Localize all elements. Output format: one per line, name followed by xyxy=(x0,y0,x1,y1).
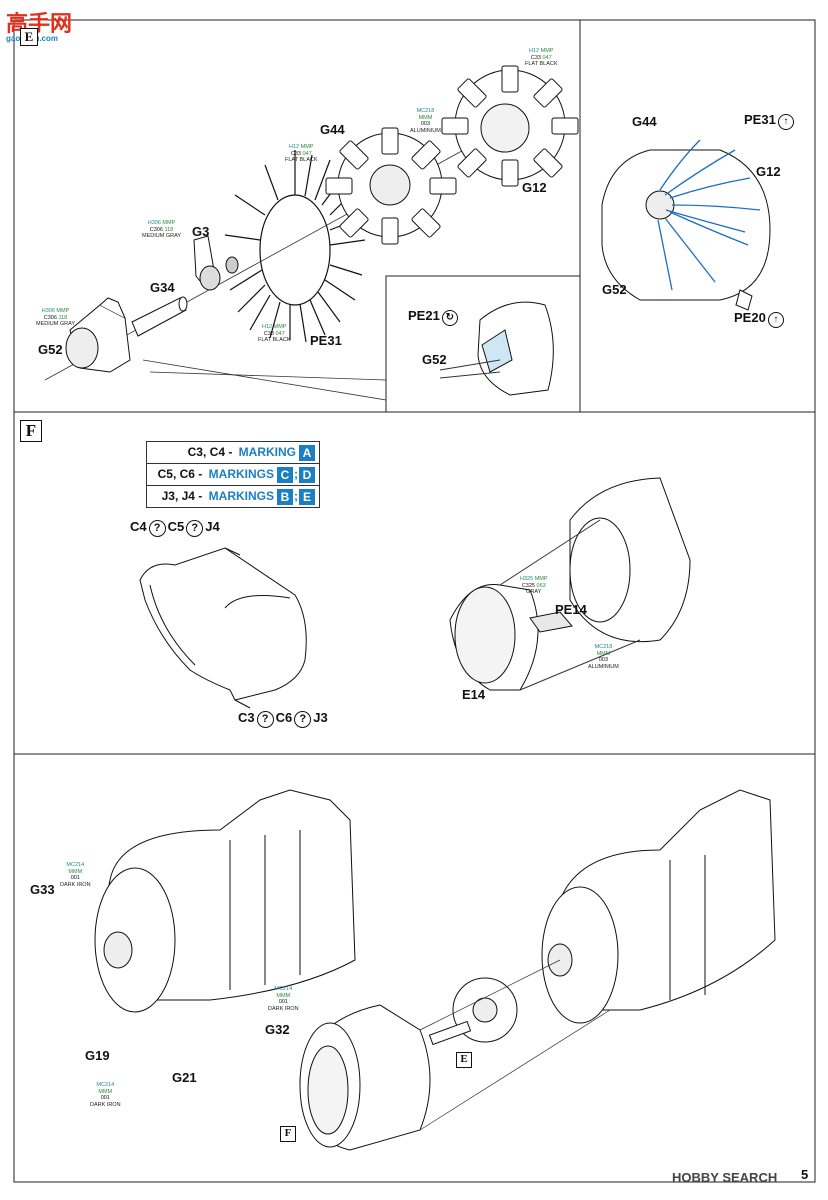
part-label-pe21: PE21↻ xyxy=(408,308,458,326)
final-engine-drawing xyxy=(428,977,518,1046)
pe21-inset-drawing xyxy=(439,301,554,396)
bend-up-arrow-icon: ↑ xyxy=(767,312,784,328)
part-label-pe31: PE31 xyxy=(310,333,342,348)
page-number: 5 xyxy=(801,1167,809,1182)
detail-label-pe20: PE20↑ xyxy=(734,310,784,328)
paint-callout-g44-flat-black: H12 MMP C33 047 FLAT BLACK xyxy=(285,144,318,163)
paint-callout-g3-medium-gray: H306 MMP C306 118 MEDIUM GRAY xyxy=(142,220,182,239)
part-label-g21: G21 xyxy=(172,1070,197,1085)
inset-part-label-g52: G52 xyxy=(422,352,447,367)
marking-options-table: C3, C4 - MARKING A C5, C6 - MARKINGS C;D… xyxy=(146,441,320,508)
fuselage-left-drawing xyxy=(94,789,356,1013)
bend-up-arrow-icon: ↑ xyxy=(777,114,794,130)
cowl-ring-drawing xyxy=(449,477,691,691)
g44-cylinder-row-drawing xyxy=(325,127,457,245)
paint-callout-pe31-flat-black: H12 MMP C33 047 FLAT BLACK xyxy=(258,324,291,343)
detail-label-g44: G44 xyxy=(632,114,657,129)
part-label-g33: G33 xyxy=(30,882,55,897)
question-icon: ? xyxy=(148,520,166,537)
final-cowling-drawing xyxy=(299,1004,431,1151)
paint-callout-g33-dark-iron: MC214 MMM 001 DARK IRON xyxy=(60,862,91,888)
detail-label-g12: G12 xyxy=(756,164,781,179)
question-icon: ? xyxy=(294,711,312,728)
site-watermark-logo: 高手网 gaoshou.com xyxy=(6,11,73,43)
marking-row: C5, C6 - MARKINGS C;D xyxy=(147,464,319,486)
step-e-marker: E xyxy=(20,28,38,46)
part-label-g34: G34 xyxy=(150,280,175,295)
paint-callout-g19-dark-iron: MC214 MMM 001 DARK IRON xyxy=(90,1082,121,1108)
paint-callout-g32-dark-iron: MC214 MMM 001 DARK IRON xyxy=(268,986,299,1012)
rotate-arrow-icon: ↻ xyxy=(441,310,458,326)
part-label-g32: G32 xyxy=(265,1022,290,1037)
paint-callout-aluminium-f: MC218 MMM 003 ALUMINIUM xyxy=(588,644,619,670)
part-label-g3: G3 xyxy=(192,224,210,239)
subassembly-e-marker: E xyxy=(456,1052,472,1068)
g3-drawing xyxy=(193,235,239,291)
detail-label-pe31: PE31↑ xyxy=(744,112,794,130)
hobby-search-watermark: HOBBY SEARCH xyxy=(672,1170,778,1185)
g52-gearbox-drawing xyxy=(65,297,131,373)
part-label-g44: G44 xyxy=(320,122,345,137)
part-label-pe14: PE14 xyxy=(555,602,587,617)
detail-label-g52: G52 xyxy=(602,282,627,297)
cowl-top-options-label: C4?C5?J4 xyxy=(130,519,220,537)
part-label-e14: E14 xyxy=(462,687,486,702)
g34-shaft-drawing xyxy=(131,296,188,337)
cowl-panels-drawing xyxy=(139,547,307,709)
paint-callout-aluminium: MC218 MMM 003 ALUMINIUM xyxy=(410,108,441,134)
part-label-g19: G19 xyxy=(85,1048,110,1063)
paint-callout-g12-flat-black: H12 MMP C33 047 FLAT BLACK xyxy=(525,48,558,67)
assembled-engine-detail-drawing xyxy=(601,139,771,311)
step-f-marker: F xyxy=(20,420,42,442)
question-icon: ? xyxy=(186,520,204,537)
paint-callout-gray: H325 MMP C325 063 GRAY xyxy=(520,576,548,595)
part-label-g52: G52 xyxy=(38,342,63,357)
g12-cylinder-row-drawing xyxy=(441,65,579,187)
cowl-bottom-options-label: C3?C6?J3 xyxy=(238,710,328,728)
marking-row: J3, J4 - MARKINGS B;E xyxy=(147,486,319,507)
part-label-g12: G12 xyxy=(522,180,547,195)
subassembly-f-marker: F xyxy=(280,1126,296,1142)
paint-callout-g52-medium-gray: H306 MMP C306 118 MEDIUM GRAY xyxy=(36,308,76,327)
question-icon: ? xyxy=(256,711,274,728)
fuselage-right-drawing xyxy=(541,789,776,1024)
marking-row: C3, C4 - MARKING A xyxy=(147,442,319,464)
